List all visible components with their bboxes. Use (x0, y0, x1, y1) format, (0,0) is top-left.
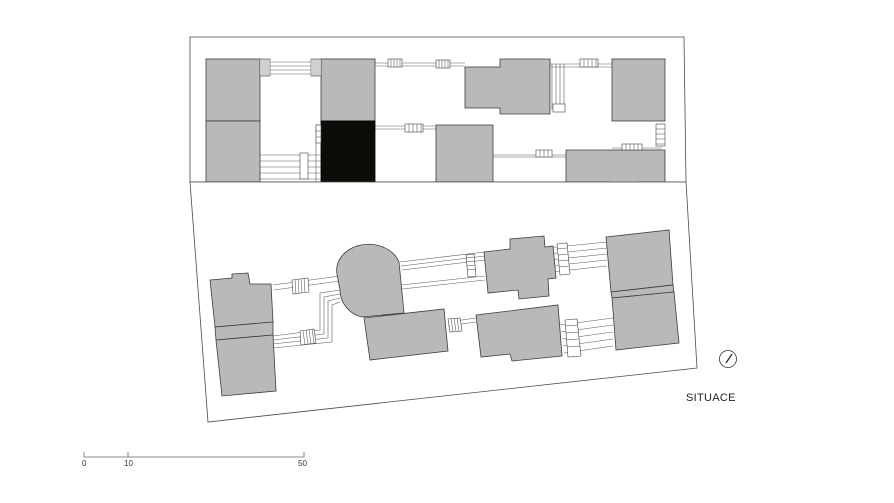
north-arrow-icon (719, 350, 737, 368)
scale-label-10: 10 (124, 459, 133, 468)
lower-building-2 (215, 334, 277, 397)
plan-title: SITUACE (686, 392, 736, 404)
scale-label-0: 0 (82, 459, 87, 468)
lower-building-5 (475, 304, 563, 362)
lower-site-boundary (189, 181, 698, 423)
lower-buildings (209, 229, 680, 397)
lower-building-6c (611, 291, 680, 351)
highlighted-building (320, 120, 376, 183)
lower-building-3 (363, 308, 449, 361)
upper-building-1a (205, 58, 261, 122)
upper-building-1b (205, 120, 261, 183)
scale-bar: 0 10 50 (82, 452, 307, 468)
upper-building-4 (435, 124, 494, 183)
lower-site (189, 181, 698, 423)
upper-building-3 (464, 58, 551, 115)
upper-stairs (259, 58, 666, 180)
lower-building-6a (605, 229, 674, 293)
lower-building-4 (483, 235, 557, 300)
scale-label-50: 50 (298, 459, 307, 468)
upper-buildings (205, 58, 666, 190)
upper-building-2 (320, 58, 376, 122)
lower-building-round (336, 243, 405, 318)
upper-building-5 (611, 58, 666, 122)
upper-site (189, 36, 687, 190)
lower-stairs (291, 242, 582, 358)
